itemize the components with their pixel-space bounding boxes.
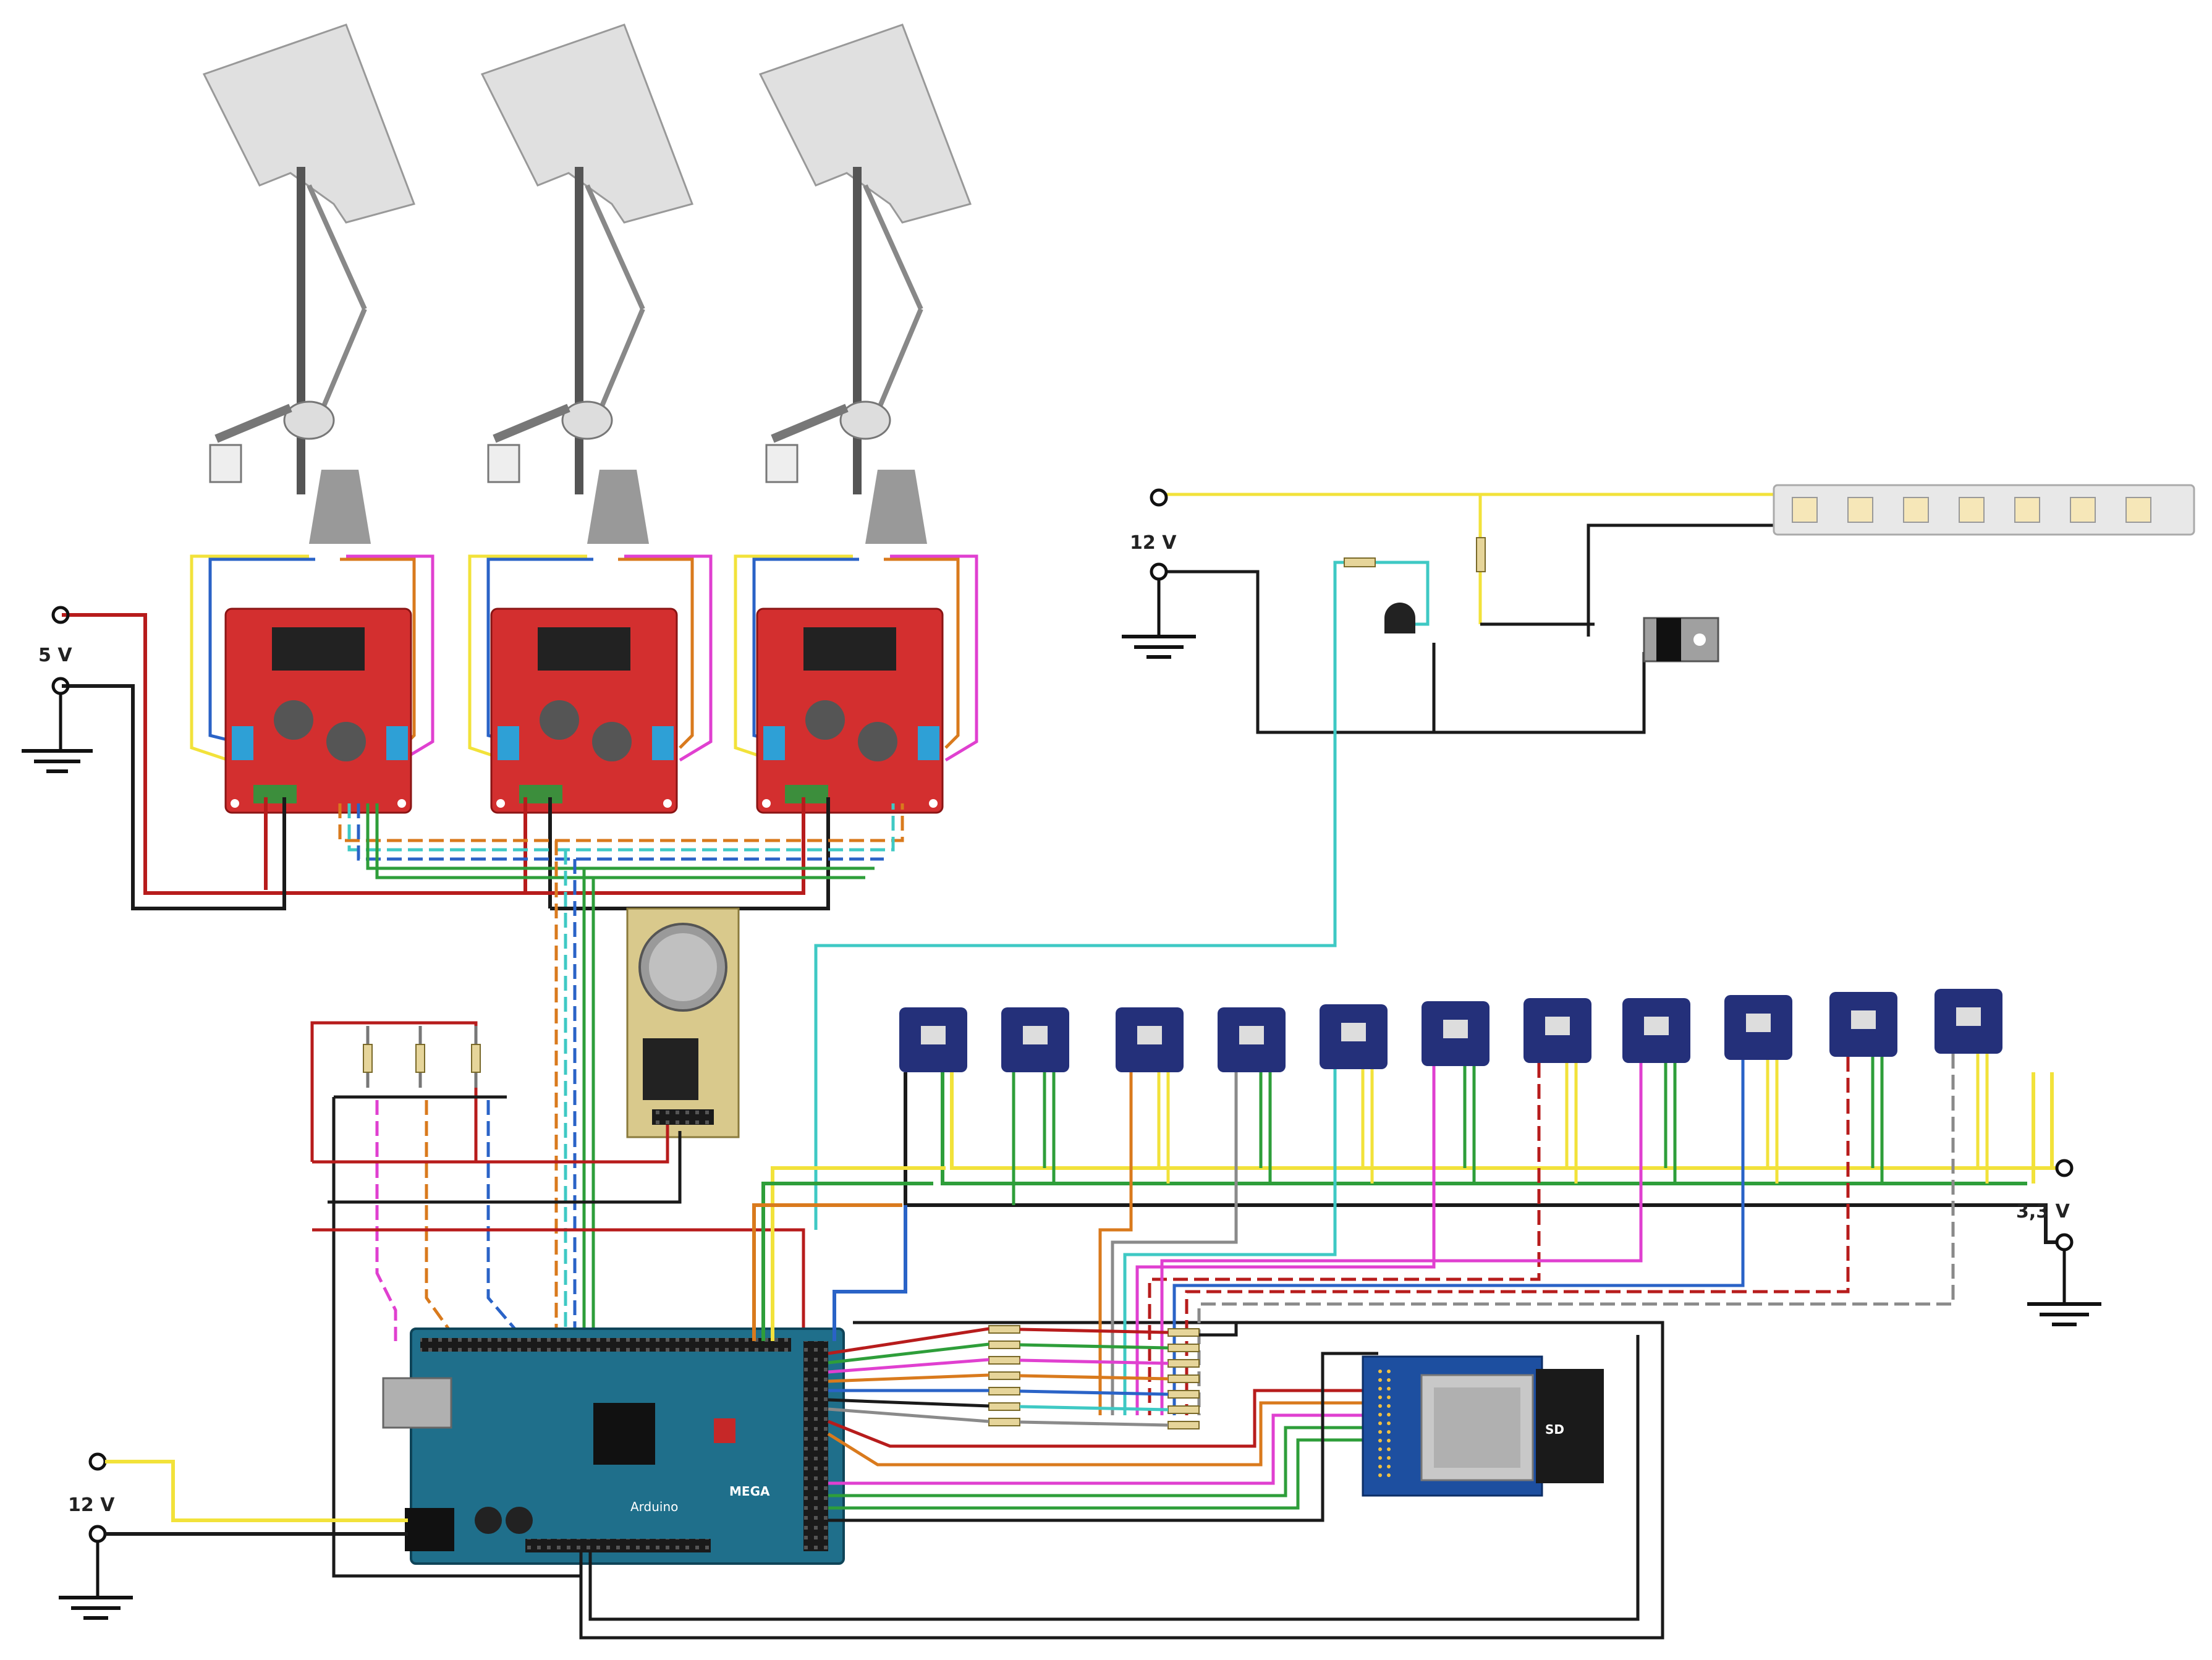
sensor-bus xyxy=(752,1072,2058,1341)
rtc-module xyxy=(626,907,740,1138)
led-strip-icon xyxy=(1773,484,2195,536)
ground-bus xyxy=(579,1321,1664,1640)
motor-driver-3 xyxy=(756,608,944,814)
supply-3v3 xyxy=(2027,1159,2101,1326)
label-3v3: 3,3 V xyxy=(2016,1201,2070,1222)
solar-tracker-3 xyxy=(758,23,972,544)
transistor-icon xyxy=(1384,603,1415,633)
label-12v-top: 12 V xyxy=(1130,532,1177,554)
resistor-icon xyxy=(363,1044,481,1073)
led-circuit xyxy=(814,493,1780,1230)
light-sensor-3 xyxy=(1116,1007,1184,1072)
ground-12v-top xyxy=(1122,488,1196,659)
motor-driver-2 xyxy=(490,608,678,814)
control-bus xyxy=(338,803,904,1341)
sd-card-module: SD xyxy=(1362,1355,1604,1497)
regulator-icon xyxy=(1643,617,1719,663)
resistor-icon xyxy=(1344,537,1486,572)
arduino-mega: MEGA Arduino xyxy=(382,1328,845,1565)
mega-logo: MEGA xyxy=(729,1484,770,1499)
ground-5v xyxy=(22,606,93,773)
arduino-right-wires xyxy=(827,1323,1378,1522)
resistor-array-left xyxy=(988,1325,1020,1426)
solar-tracker-2 xyxy=(480,23,693,544)
light-sensors xyxy=(899,989,2002,1072)
light-sensor-6 xyxy=(1422,1001,1489,1066)
label-5v: 5 V xyxy=(38,645,72,666)
label-12v-bottom: 12 V xyxy=(68,1494,115,1516)
light-sensor-4 xyxy=(1218,1007,1286,1072)
motor-driver-1 xyxy=(224,608,412,814)
pullup-resistors xyxy=(310,1021,805,1578)
arduino-logo: Arduino xyxy=(630,1499,678,1514)
resistor-array-right xyxy=(1167,1328,1200,1429)
light-sensor-11 xyxy=(1934,989,2002,1054)
light-sensor-7 xyxy=(1523,998,1591,1063)
sd-logo: SD xyxy=(1545,1422,1564,1437)
light-sensor-5 xyxy=(1320,1004,1388,1069)
light-sensor-9 xyxy=(1724,995,1792,1060)
solar-tracker-1 xyxy=(202,23,415,544)
light-sensor-1 xyxy=(899,1007,967,1072)
supply-12v-bottom xyxy=(59,1452,408,1620)
light-sensor-10 xyxy=(1829,992,1897,1057)
light-sensor-2 xyxy=(1001,1007,1069,1072)
light-sensor-8 xyxy=(1622,998,1690,1063)
power-wires-5v xyxy=(62,613,830,910)
